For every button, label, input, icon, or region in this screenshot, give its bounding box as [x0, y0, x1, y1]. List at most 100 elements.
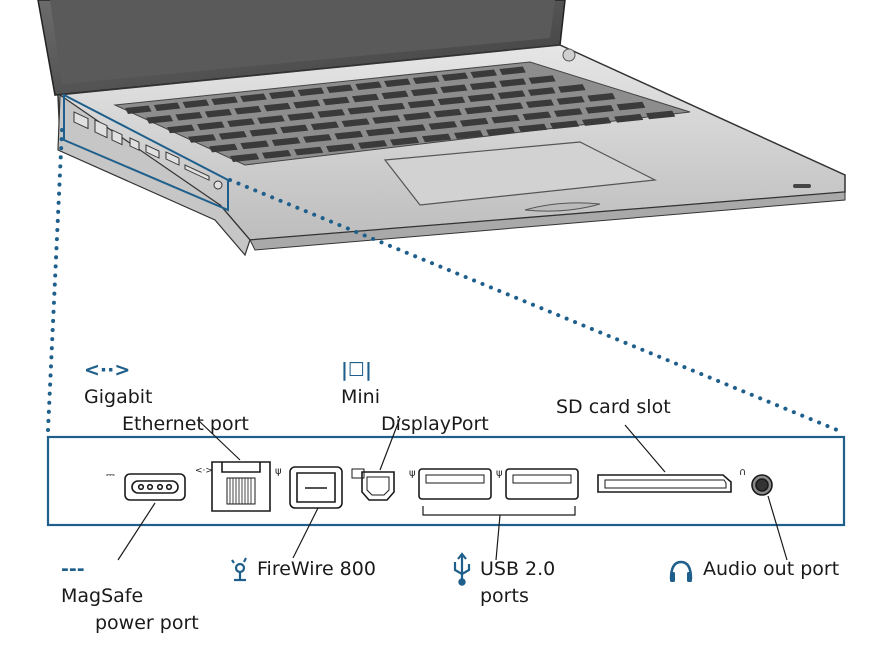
keyboard-keys — [125, 66, 676, 162]
magsafe-port: ⎓ — [106, 468, 186, 501]
keyboard-key — [467, 93, 496, 103]
keyboard-key — [440, 84, 468, 94]
usb-port-1: ψ — [409, 468, 492, 500]
keyboard-key — [280, 124, 309, 134]
keyboard-key — [397, 124, 426, 134]
keyboard-key — [249, 127, 278, 137]
firewire-label: FireWire 800 — [257, 558, 376, 580]
audio-port: ∩ — [739, 467, 773, 496]
keyboard-key — [355, 81, 382, 90]
keyboard-key — [390, 136, 420, 146]
keyboard-key — [384, 78, 411, 87]
keyboard-key — [422, 133, 452, 143]
side-ports-highlight — [63, 93, 229, 212]
keyboard-key — [209, 143, 238, 153]
firewire-icon — [231, 557, 247, 582]
mini-displayport-port — [351, 468, 395, 501]
keyboard-key — [240, 93, 267, 102]
keyboard-key — [470, 69, 498, 78]
keyboard-key — [303, 134, 332, 143]
keyboard-key — [646, 110, 676, 120]
keyboard-key — [257, 115, 285, 124]
keyboard-key — [322, 96, 350, 106]
sd-card-slot — [597, 474, 732, 493]
keyboard-key — [347, 105, 376, 115]
keyboard-key — [182, 99, 210, 108]
usb-bracket — [422, 506, 576, 516]
trackpad — [383, 141, 658, 206]
svg-text:ψ: ψ — [409, 468, 416, 479]
keyboard-key — [146, 115, 174, 124]
keyboard-key — [616, 101, 646, 111]
keyboard-key — [125, 105, 152, 114]
svg-text:ψ: ψ — [275, 466, 282, 477]
keyboard-key — [271, 137, 301, 146]
keyboard-key — [287, 112, 315, 121]
svg-text:⎓: ⎓ — [106, 468, 115, 481]
keyboard-key — [614, 113, 644, 123]
port-panel-contents: ⎓ <·> ψ ψ — [106, 461, 773, 516]
keyboard-key — [341, 118, 370, 127]
keyboard-key — [587, 92, 616, 102]
keyboard-key — [334, 130, 364, 140]
keyboard-key — [218, 131, 247, 140]
leader-lines — [117, 417, 788, 561]
side-ports-small — [73, 111, 223, 190]
keyboard-key — [553, 108, 583, 117]
keyboard-key — [234, 105, 262, 115]
keyboard-key — [297, 87, 325, 96]
keyboard-key — [407, 99, 436, 109]
keyboard-key — [310, 121, 340, 131]
keyboard-area — [113, 61, 691, 166]
keyboard-key — [377, 102, 406, 112]
svg-text:∩: ∩ — [739, 467, 746, 478]
keyboard-key — [268, 90, 296, 99]
keyboard-key — [518, 123, 548, 133]
keyboard-key — [525, 99, 555, 108]
ethernet-port: <·> — [195, 461, 271, 512]
keyboard-key — [352, 93, 380, 103]
keyboard-key — [557, 84, 586, 93]
usb-port-2: ψ — [496, 468, 579, 500]
keyboard-key — [522, 111, 552, 121]
firewire-port: ψ — [275, 466, 343, 509]
keyboard-key — [528, 75, 556, 84]
usb-label: USB 2.0 ports — [480, 558, 556, 607]
sd-card-label: SD card slot — [556, 396, 671, 418]
keyboard-key — [491, 114, 520, 124]
keyboard-key — [437, 96, 466, 106]
keyboard-key — [188, 134, 217, 143]
audio-out-label: Audio out port — [703, 558, 840, 580]
keyboard-key — [454, 130, 484, 139]
port-panel — [46, 435, 846, 527]
keyboard-key — [403, 111, 432, 121]
keyboard-key — [381, 90, 409, 100]
keyboard-key — [227, 118, 255, 127]
keyboard-key — [372, 115, 401, 124]
keyboard-key — [459, 117, 489, 127]
keyboard-key — [240, 140, 270, 150]
svg-text:<·>: <·> — [195, 466, 213, 476]
keyboard-key — [499, 66, 526, 75]
keyboard-key — [262, 150, 292, 159]
keyboard-key — [527, 87, 556, 96]
zoom-connector-lines — [46, 128, 844, 434]
keyboard-key — [497, 90, 526, 99]
keyboard-key — [495, 102, 524, 112]
keyboard-key — [293, 99, 321, 109]
keyboard-key — [294, 146, 324, 156]
displayport-icon: |☐| — [341, 359, 372, 381]
keyboard-key — [175, 112, 203, 121]
headphones-icon — [669, 560, 693, 582]
keyboard-key — [263, 102, 291, 112]
keyboard-key — [469, 81, 497, 90]
keyboard-key — [550, 120, 580, 130]
laptop-illustration — [37, 0, 846, 257]
keyboard-key — [211, 96, 238, 105]
keyboard-key — [197, 121, 225, 131]
keyboard-key — [365, 127, 395, 137]
keyboard-key — [556, 96, 585, 105]
keyboard-key — [410, 87, 438, 97]
ethernet-icon: <··> — [84, 359, 131, 381]
